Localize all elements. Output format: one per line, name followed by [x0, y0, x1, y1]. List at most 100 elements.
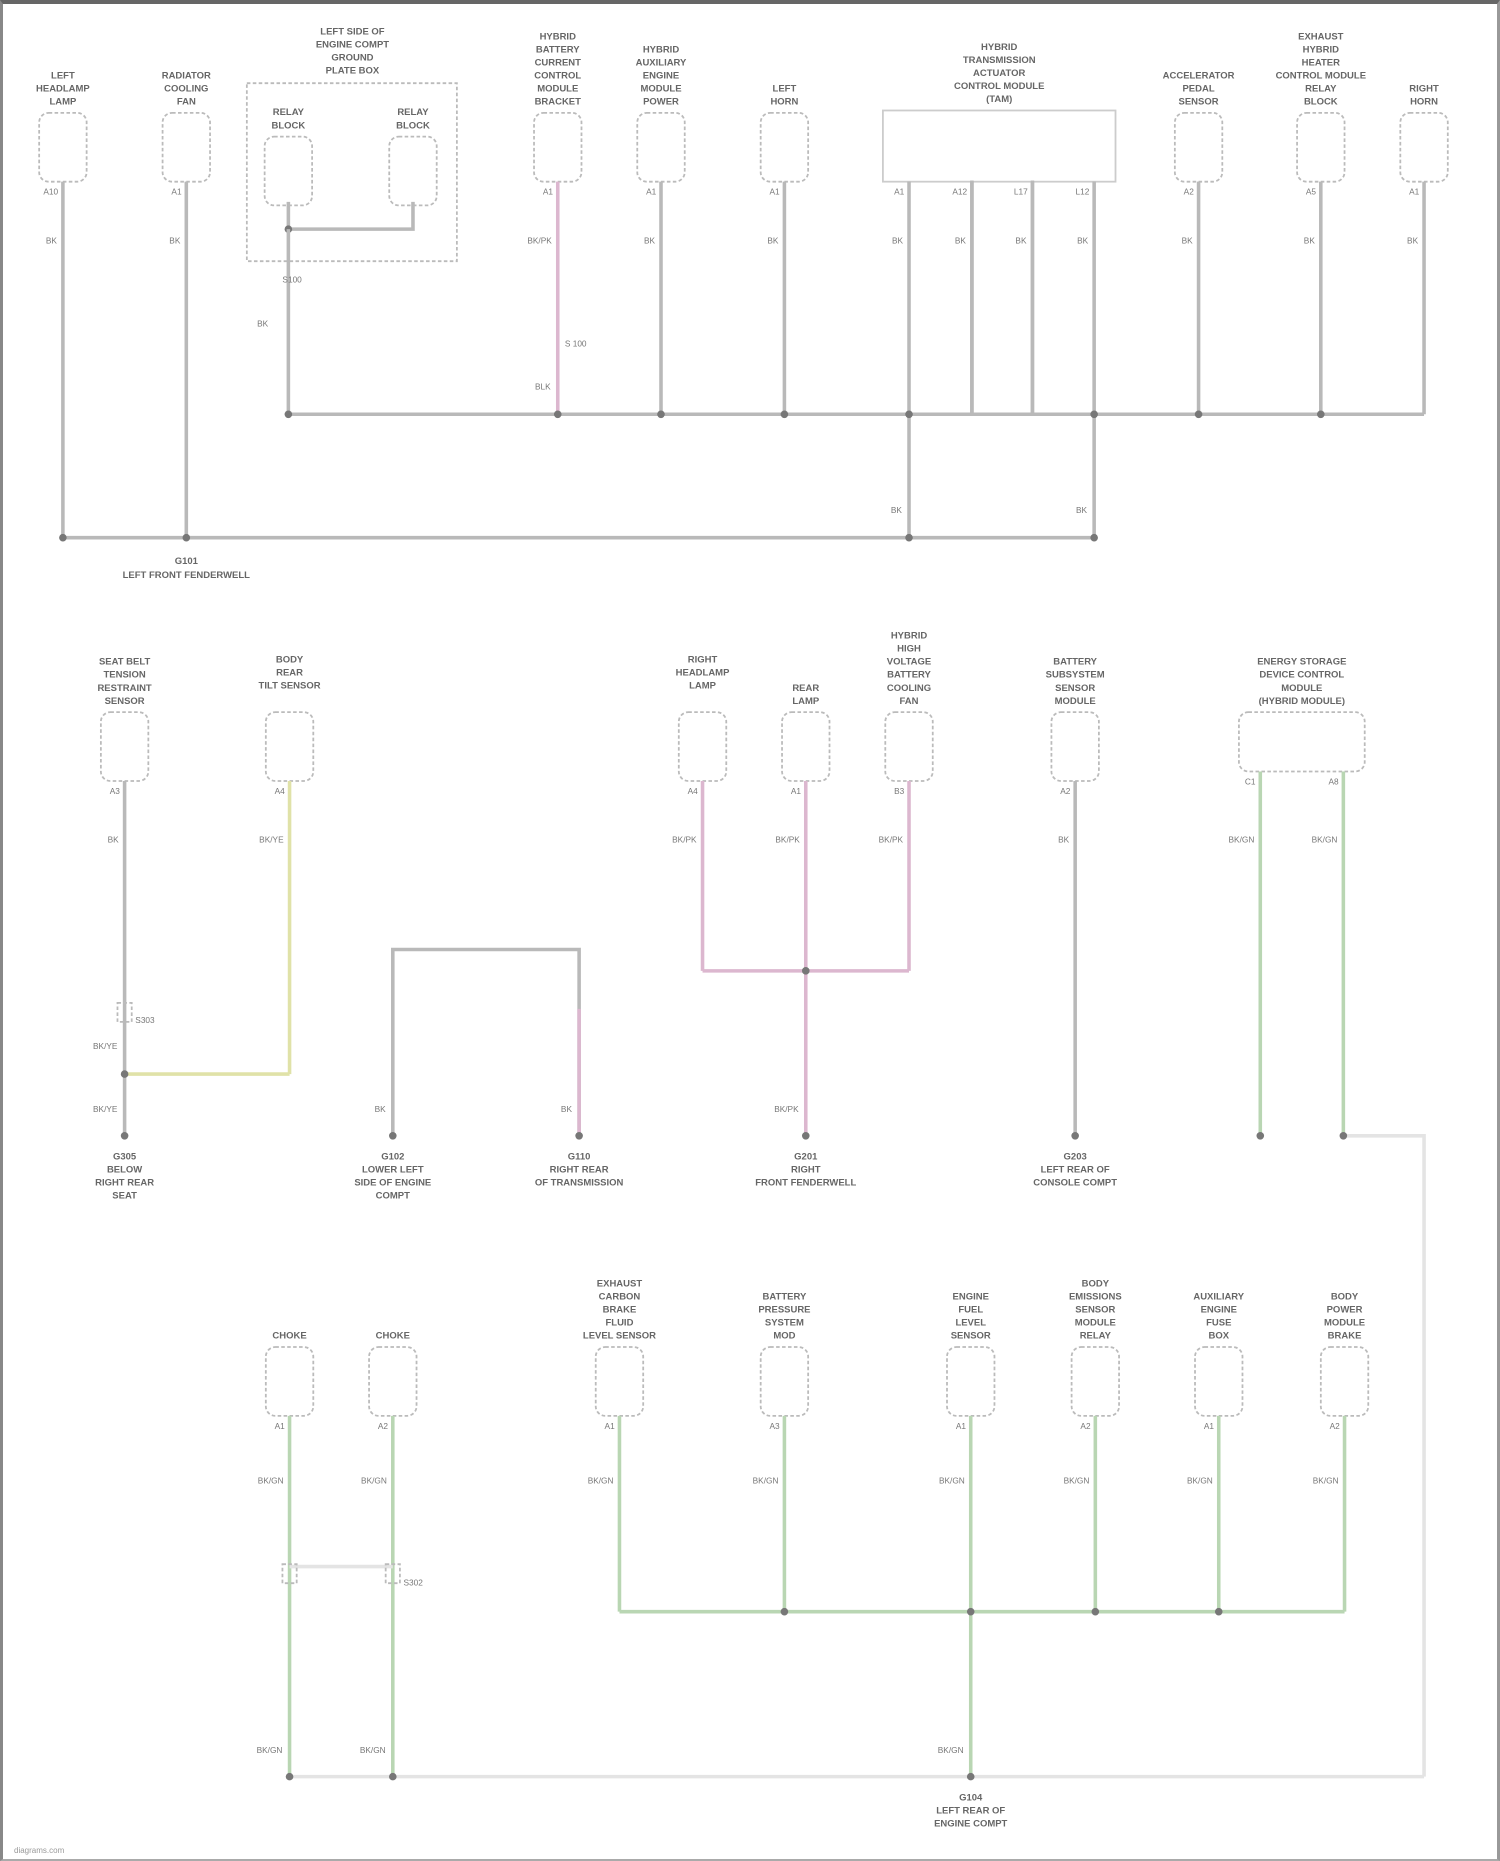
component-label: LEFT	[51, 70, 75, 81]
ground-label: RIGHT REAR	[550, 1165, 609, 1176]
ground-label: COMPT	[376, 1191, 410, 1202]
ground-label: RIGHT	[791, 1165, 821, 1176]
ground-label: CONSOLE COMPT	[1033, 1178, 1117, 1189]
wire-color-label: BK/GN	[1229, 835, 1255, 845]
component-label: ENGINE	[643, 70, 679, 81]
component-label: RESTRAINT	[97, 683, 151, 694]
component-label: DEVICE CONTROL	[1259, 670, 1344, 681]
junction-dot	[1195, 410, 1203, 418]
wire-color-label: BK/GN	[361, 1476, 387, 1486]
component-connector	[1321, 1347, 1368, 1416]
component-label: ENGINE	[953, 1292, 989, 1303]
pin-number: A4	[275, 786, 286, 796]
wire-color-label: BK/GN	[939, 1476, 965, 1486]
ground-name: G102	[381, 1152, 404, 1163]
ground-label: LOWER LEFT	[362, 1165, 424, 1176]
wire	[288, 202, 413, 229]
wire-color-label: BK/GN	[258, 1476, 284, 1486]
group-label: PLATE BOX	[326, 66, 380, 77]
junction-dot	[59, 534, 67, 542]
component-connector	[163, 113, 210, 182]
component-label: ENGINE	[1201, 1305, 1237, 1316]
pin-number: A10	[43, 187, 58, 197]
wire-color-label: BK/GN	[1187, 1476, 1213, 1486]
wire-color-label: BK	[892, 235, 904, 245]
ground-name: G104	[959, 1792, 983, 1803]
ground-label: ENGINE COMPT	[934, 1818, 1007, 1829]
junction-dot	[286, 1773, 294, 1781]
component-label: RADIATOR	[162, 70, 211, 81]
ground-point	[575, 1132, 583, 1140]
component-connector	[947, 1347, 994, 1416]
pin-number: B3	[894, 786, 905, 796]
group-label: GROUND	[331, 53, 373, 64]
ground-name: G201	[794, 1152, 818, 1163]
junction-dot	[781, 1608, 789, 1616]
component-connector	[1195, 1347, 1242, 1416]
wire-color-label: BK	[1182, 235, 1194, 245]
ground-label: BELOW	[107, 1165, 142, 1176]
component-label: MOD	[773, 1331, 795, 1342]
wire-color-label: BK	[767, 235, 779, 245]
wire-color-label: BK	[1076, 505, 1088, 515]
component-label: SENSOR	[105, 696, 145, 707]
pin-number: A1	[605, 1421, 616, 1431]
component-label: AUXILIARY	[636, 57, 687, 68]
component-label: FUEL	[958, 1305, 983, 1316]
component-label: FAN	[900, 696, 919, 707]
component-label: LAMP	[792, 696, 819, 707]
component-connector	[266, 712, 313, 781]
component-label: HEADLAMP	[36, 83, 90, 94]
component-label: PEDAL	[1182, 83, 1214, 94]
component-connector	[101, 712, 148, 781]
pin-number: A4	[688, 786, 699, 796]
component-label: (TAM)	[986, 94, 1012, 105]
component-label: BOX	[1208, 1331, 1229, 1342]
bus-wire	[288, 229, 1424, 414]
component-connector	[1072, 1347, 1119, 1416]
component-label: TRANSMISSION	[963, 55, 1036, 66]
pin-number: A3	[110, 786, 121, 796]
component-label: LEVEL SENSOR	[583, 1331, 656, 1342]
wire-color-label: BK/PK	[527, 235, 552, 245]
wire-color-label: BK/GN	[1312, 835, 1338, 845]
component-label: BODY	[276, 654, 304, 665]
component-label: LAMP	[689, 680, 716, 691]
pin-number: A1	[770, 187, 781, 197]
component-label: BATTERY	[536, 44, 580, 55]
junction-dot	[905, 534, 913, 542]
ground-name: G203	[1064, 1152, 1087, 1163]
pin-number: C1	[1245, 777, 1256, 787]
junction-dot	[1340, 1132, 1348, 1140]
component-label: CONTROL	[534, 70, 581, 81]
component-label: LAMP	[49, 97, 76, 108]
component-connector	[534, 113, 581, 182]
wire	[393, 949, 579, 1135]
wire-color-label: BK/GN	[588, 1476, 614, 1486]
wire-color-label: BK/PK	[774, 1104, 799, 1114]
wire	[1343, 1136, 1424, 1777]
component-connector	[761, 113, 808, 182]
wire-color-label: BK/GN	[1064, 1476, 1090, 1486]
component-connector	[885, 712, 932, 781]
junction-dot	[781, 410, 789, 418]
component-label: ENERGY STORAGE	[1257, 657, 1346, 668]
component-label: BATTERY	[1053, 657, 1097, 668]
junction-dot	[657, 410, 665, 418]
component-connector	[637, 113, 684, 182]
component-connector	[1239, 712, 1365, 771]
component-label: LEFT	[773, 83, 797, 94]
junction-dot	[554, 410, 562, 418]
component-label: BLOCK	[396, 120, 430, 131]
component-label: RELAY	[1080, 1331, 1112, 1342]
ground-point	[802, 1132, 810, 1140]
component-label: VOLTAGE	[887, 657, 931, 668]
wire-color-label: BK/PK	[879, 835, 904, 845]
component-label: EXHAUST	[597, 1279, 643, 1290]
component-label: BODY	[1082, 1279, 1110, 1290]
component-label: CURRENT	[535, 57, 582, 68]
pin-number: A1	[646, 187, 657, 197]
component-label: RELAY	[397, 107, 429, 118]
ground-label: LEFT REAR OF	[1041, 1165, 1110, 1176]
component-label: FAN	[177, 97, 196, 108]
